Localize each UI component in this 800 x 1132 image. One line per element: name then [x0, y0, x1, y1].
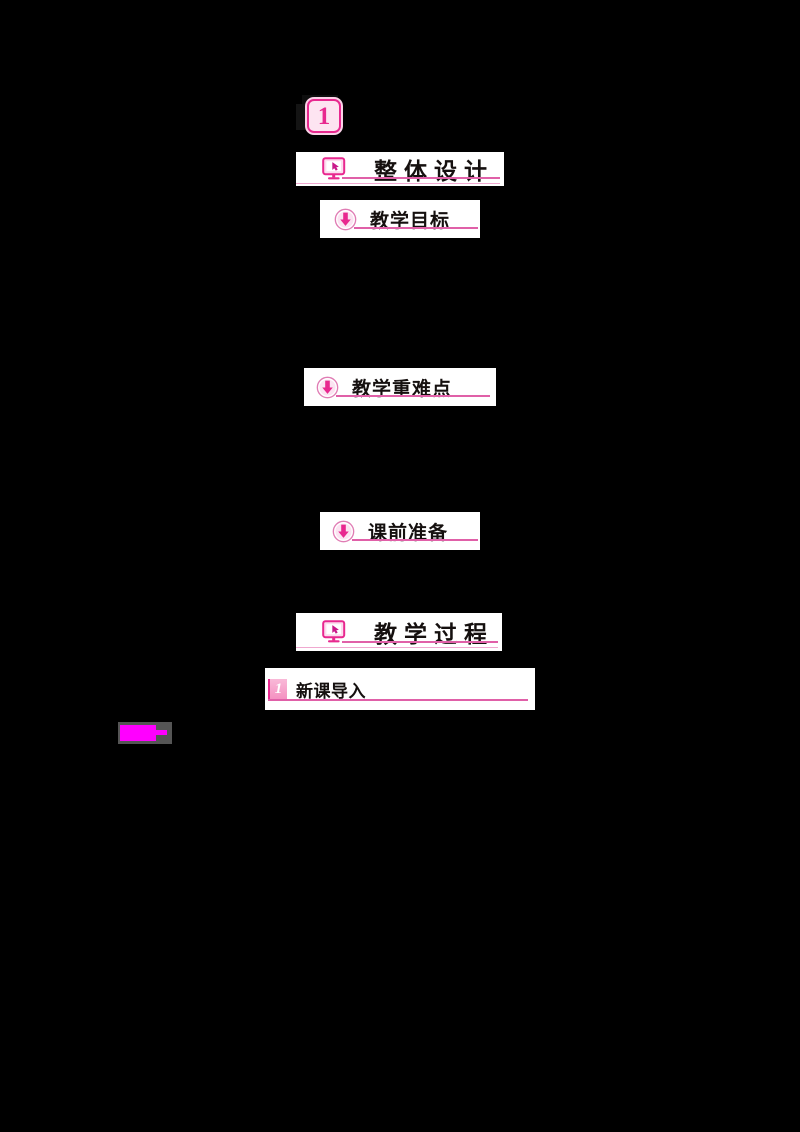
- section-title-teaching-objectives: 教学目标: [370, 210, 451, 232]
- banner-rule-soft: [296, 647, 498, 648]
- highlight-mark-tail: [153, 730, 167, 735]
- section-banner-key-difficult-points: 教学重难点: [304, 368, 496, 406]
- banner-rule-soft: [296, 183, 500, 184]
- banner-rule: [342, 641, 498, 643]
- badge-ghost-glyph: [296, 104, 306, 130]
- banner-rule: [342, 177, 500, 179]
- banner-rule: [352, 539, 478, 541]
- section-banner-teaching-process: 教学过程: [296, 613, 502, 651]
- banner-rule: [336, 395, 490, 397]
- banner-rule: [354, 227, 478, 229]
- step-title-new-lesson-introduction: 新课导入: [296, 681, 366, 701]
- down-arrow-circle-icon: [332, 520, 355, 542]
- monitor-icon: [322, 157, 346, 180]
- section-title-key-difficult-points: 教学重难点: [352, 378, 453, 400]
- chapter-number-label: 1: [317, 102, 331, 130]
- section-banner-teaching-objectives: 教学目标: [320, 200, 480, 238]
- section-banner-pre-class-preparation: 课前准备: [320, 512, 480, 550]
- step-banner-new-lesson-introduction: 1 新课导入: [265, 668, 535, 710]
- down-arrow-circle-icon: [334, 208, 357, 230]
- down-arrow-circle-icon: [316, 376, 339, 398]
- step-number-label: 1: [274, 680, 283, 697]
- step-rule: [268, 699, 528, 701]
- section-title-teaching-process: 教学过程: [374, 622, 494, 647]
- step-number-tag: 1: [268, 678, 287, 700]
- highlight-mark: [120, 725, 156, 741]
- chapter-number-badge: 1: [307, 99, 341, 133]
- monitor-icon: [322, 620, 346, 643]
- section-title-pre-class-preparation: 课前准备: [368, 522, 449, 544]
- section-banner-overall-design: 整体设计: [296, 152, 504, 186]
- section-title-overall-design: 整体设计: [374, 159, 494, 184]
